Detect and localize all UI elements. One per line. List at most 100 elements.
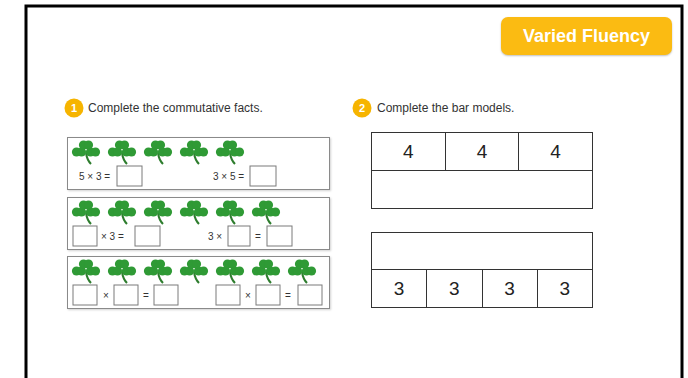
title-text: Varied Fluency [523, 26, 650, 47]
shamrock-leaf [156, 140, 165, 149]
shamrock [108, 259, 136, 283]
answer-box [154, 285, 178, 305]
answer-box [298, 285, 322, 305]
answer-box [250, 166, 276, 186]
shamrock-leaf [156, 200, 165, 209]
shamrock [180, 259, 208, 283]
shamrock-leaf [163, 266, 172, 275]
shamrock [108, 200, 136, 224]
shamrock-leaf [91, 266, 100, 275]
bar-part: 4 [371, 132, 446, 171]
fact-text: 3 × 5 = [213, 171, 244, 183]
shamrock-leaf [91, 147, 100, 156]
shamrock-leaf [228, 140, 237, 149]
bar-value: 4 [477, 141, 488, 163]
shamrock-leaf [192, 259, 201, 268]
fact-text: = [255, 231, 261, 243]
shamrock-leaf [235, 207, 244, 216]
question-number: 2 [352, 98, 372, 118]
facts-panel: 5 × 3 = 3 × 5 = [67, 137, 330, 190]
fact-text: × 3 = [101, 231, 124, 243]
shamrock-leaf [127, 207, 136, 216]
shamrock [144, 140, 172, 164]
shamrock [180, 200, 208, 224]
instruction-text: Complete the commutative facts. [88, 101, 263, 115]
shamrock-leaf [264, 200, 273, 209]
shamrock [216, 200, 244, 224]
shamrock [216, 140, 244, 164]
answer-box [135, 226, 160, 246]
bar-value: 3 [504, 278, 515, 300]
bar-value: 3 [449, 278, 460, 300]
bar-total-empty [372, 171, 593, 209]
shamrock-leaf [228, 259, 237, 268]
fact-text: 3 × [208, 231, 222, 243]
shamrock-leaf [163, 147, 172, 156]
shamrock-leaf [271, 207, 280, 216]
bar-value: 3 [394, 278, 405, 300]
answer-boxes [73, 166, 322, 305]
shamrock-leaf [264, 259, 273, 268]
shamrock [108, 140, 136, 164]
shamrock [216, 259, 244, 283]
title-badge: Varied Fluency [501, 17, 672, 55]
answer-box [256, 285, 280, 305]
fact-text: × [245, 290, 251, 302]
number-circle-shape [353, 99, 372, 118]
shamrock [72, 200, 100, 224]
shamrock-leaf [307, 266, 316, 275]
shamrock-leaf [127, 266, 136, 275]
number-circle-shape [65, 99, 84, 118]
shamrock-leaf [120, 259, 129, 268]
bar-part: 3 [371, 269, 427, 308]
shamrock-leaf [84, 259, 93, 268]
bar-value: 4 [550, 141, 561, 163]
clover-pictures [72, 140, 316, 283]
answer-box [216, 285, 240, 305]
question-number-text: 1 [71, 102, 77, 114]
shamrock-leaf [91, 207, 100, 216]
shamrock [180, 140, 208, 164]
answer-box [73, 285, 97, 305]
shamrock-leaf [300, 259, 309, 268]
answer-box [114, 285, 138, 305]
answer-box [73, 226, 97, 246]
shamrock-leaf [199, 207, 208, 216]
shamrock-leaf [120, 200, 129, 209]
answer-box [267, 226, 292, 246]
bar-part: 4 [518, 132, 593, 171]
fact-text: = [143, 290, 149, 302]
answer-box [117, 166, 142, 186]
shamrock-leaf [199, 147, 208, 156]
shamrock-leaf [156, 259, 165, 268]
shamrock-leaf [235, 266, 244, 275]
answer-box [228, 226, 250, 246]
facts-panel: × 3 = 3 × = [67, 197, 330, 250]
fact-text: × [103, 290, 109, 302]
bar-value: 4 [403, 141, 414, 163]
slide-frame [26, 6, 682, 378]
shamrock [72, 259, 100, 283]
bar-part: 4 [445, 132, 520, 171]
shamrock [252, 200, 280, 224]
shamrock [288, 259, 316, 283]
bar-value: 3 [560, 278, 571, 300]
fact-text: = [285, 290, 291, 302]
shamrock-leaf [271, 266, 280, 275]
shamrock [144, 259, 172, 283]
facts-panel: × = × = [67, 256, 330, 309]
shamrock-leaf [84, 140, 93, 149]
shamrock-leaf [235, 147, 244, 156]
bar-part: 3 [426, 269, 482, 308]
shamrock [72, 140, 100, 164]
shamrock-leaf [192, 140, 201, 149]
shamrock [144, 200, 172, 224]
question-number-text: 2 [359, 102, 365, 114]
fact-text: 5 × 3 = [79, 171, 110, 183]
shamrock-leaf [120, 140, 129, 149]
question-number: 1 [64, 98, 84, 118]
shamrock-leaf [228, 200, 237, 209]
shamrock-leaf [163, 207, 172, 216]
